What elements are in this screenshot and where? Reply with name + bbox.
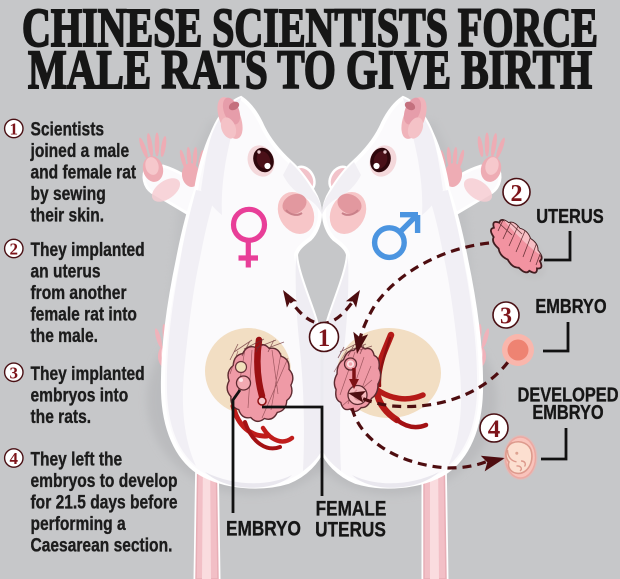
svg-text:FEMALE: FEMALE	[316, 498, 387, 521]
svg-text:from another: from another	[31, 282, 127, 304]
svg-text:EMBRYO: EMBRYO	[226, 518, 301, 541]
svg-text:3: 3	[500, 304, 512, 330]
svg-text:the rats.: the rats.	[31, 406, 92, 428]
svg-text:the male.: the male.	[31, 325, 98, 347]
svg-text:female rat into: female rat into	[31, 303, 137, 325]
svg-text:for 21.5 days before: for 21.5 days before	[31, 491, 178, 513]
svg-text:Caesarean section.: Caesarean section.	[31, 534, 173, 556]
svg-text:4: 4	[488, 416, 501, 443]
svg-text:by sewing: by sewing	[31, 183, 106, 205]
svg-text:EMBRYO: EMBRYO	[535, 294, 606, 317]
svg-text:They implanted: They implanted	[31, 239, 145, 261]
svg-text:UTERUS: UTERUS	[536, 204, 603, 227]
svg-text:1: 1	[10, 120, 19, 139]
svg-text:an uterus: an uterus	[31, 260, 101, 282]
svg-text:1: 1	[318, 325, 331, 352]
svg-text:2: 2	[511, 181, 523, 207]
svg-text:UTERUS: UTERUS	[315, 519, 386, 542]
svg-text:Scientists: Scientists	[31, 118, 105, 140]
svg-text:DEVELOPED: DEVELOPED	[517, 383, 618, 406]
svg-text:performing a: performing a	[31, 513, 126, 535]
svg-text:3: 3	[10, 363, 19, 382]
svg-text:embryos into: embryos into	[31, 384, 129, 406]
svg-text:They left the: They left the	[31, 448, 123, 470]
svg-text:They implanted: They implanted	[31, 363, 145, 385]
svg-text:CHINESE SCIENTISTS FORCE: CHINESE SCIENTISTS FORCE	[22, 0, 598, 58]
svg-text:their skin.: their skin.	[31, 204, 105, 226]
svg-text:embryos to develop: embryos to develop	[31, 470, 178, 492]
svg-text:2: 2	[10, 240, 19, 259]
svg-text:EMBRYO: EMBRYO	[532, 400, 603, 423]
svg-text:joined a male: joined a male	[30, 140, 130, 162]
svg-text:MALE RATS TO GIVE BIRTH: MALE RATS TO GIVE BIRTH	[28, 39, 592, 100]
svg-text:4: 4	[10, 449, 19, 468]
svg-text:and female rat: and female rat	[31, 161, 137, 183]
